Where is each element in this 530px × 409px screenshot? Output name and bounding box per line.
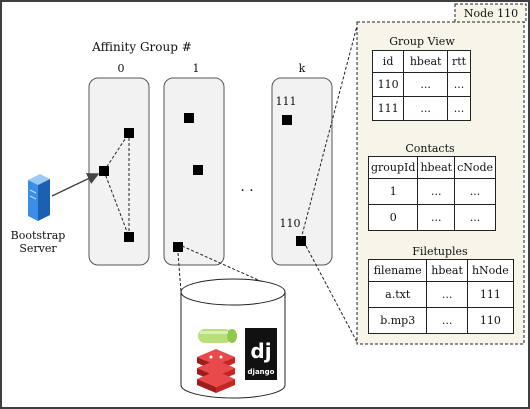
affinity-group-title: Affinity Group # [91, 40, 192, 54]
table-cell: 111 [371, 96, 405, 121]
node-square [193, 165, 203, 175]
table-header-row: filename hbeat hNode [367, 259, 515, 282]
filetuples-table: filename hbeat hNode a.txt ... 111 b.mp3… [367, 259, 515, 334]
bootstrap-arrow [51, 173, 100, 197]
contacts-table: groupId hbeat cNode 1 ... ... 0 ... ... [367, 156, 497, 231]
group-view-table: id hbeat rtt 110 ... ... 111 ... ... [371, 50, 471, 121]
table-cell: ... [454, 178, 497, 205]
green-db-logo-icon [198, 329, 237, 343]
group-0-links [103, 132, 130, 238]
zoom-lines-node [300, 25, 358, 343]
server-icon [28, 174, 50, 221]
node-square [184, 113, 194, 123]
group-ellipsis: · · [240, 183, 253, 199]
table-header-cell: filename [367, 259, 428, 282]
node-square [296, 236, 306, 246]
table-row: a.txt ... 111 [367, 281, 515, 308]
zoom-lines-db [177, 245, 286, 293]
table-header-cell: groupId [367, 156, 419, 179]
node-square [282, 115, 292, 125]
table-cell: 110 [466, 307, 515, 334]
table-cell: 1 [367, 178, 419, 205]
table-header-cell: id [371, 50, 405, 73]
bootstrap-label-line2: Server [19, 242, 57, 255]
table-header-cell: hbeat [403, 50, 449, 73]
group-label-k: k [299, 62, 306, 75]
group-view-title: Group View [389, 35, 455, 48]
filetuples-title: Filetuples [412, 245, 468, 258]
table-header-row: groupId hbeat cNode [367, 156, 497, 179]
table-row: 1 ... ... [367, 178, 497, 205]
table-cell: 110 [371, 72, 405, 97]
table-cell: ... [417, 178, 456, 205]
node-label-110: 110 [280, 217, 301, 230]
table-cell: ... [447, 72, 471, 97]
django-wordmark: django [248, 368, 275, 376]
table-header-cell: cNode [454, 156, 497, 179]
table-cell: ... [426, 281, 468, 308]
table-header-cell: hbeat [417, 156, 456, 179]
table-row: 111 ... ... [371, 96, 471, 121]
table-cell: a.txt [367, 281, 428, 308]
table-header-cell: rtt [447, 50, 471, 73]
node-panel-title: Node 110 [464, 7, 518, 20]
node-label-111: 111 [276, 95, 297, 108]
table-cell: ... [426, 307, 468, 334]
table-header-row: id hbeat rtt [371, 50, 471, 73]
table-cell: ... [417, 204, 456, 231]
node-square [173, 242, 183, 252]
node-square [124, 232, 134, 242]
django-logo-icon: dj django [245, 328, 277, 380]
table-row: 0 ... ... [367, 204, 497, 231]
bootstrap-label-line1: Bootstrap [11, 229, 66, 242]
table-cell: ... [403, 96, 449, 121]
contacts-title: Contacts [405, 142, 455, 155]
group-label-0: 0 [118, 62, 125, 75]
table-header-cell: hbeat [426, 259, 468, 282]
table-header-cell: hNode [466, 259, 515, 282]
django-mark: dj [250, 339, 271, 363]
red-db-logo-icon [197, 349, 235, 393]
node-square [124, 128, 134, 138]
table-cell: 111 [466, 281, 515, 308]
group-label-1: 1 [193, 62, 200, 75]
affinity-group-0 [88, 77, 150, 266]
node-square [99, 166, 109, 176]
table-cell: ... [447, 96, 471, 121]
table-row: 110 ... ... [371, 72, 471, 97]
node-panel-title-box [454, 3, 527, 23]
table-row: b.mp3 ... 110 [367, 307, 515, 334]
table-cell: ... [403, 72, 449, 97]
table-cell: 0 [367, 204, 419, 231]
table-cell: b.mp3 [367, 307, 428, 334]
table-cell: ... [454, 204, 497, 231]
